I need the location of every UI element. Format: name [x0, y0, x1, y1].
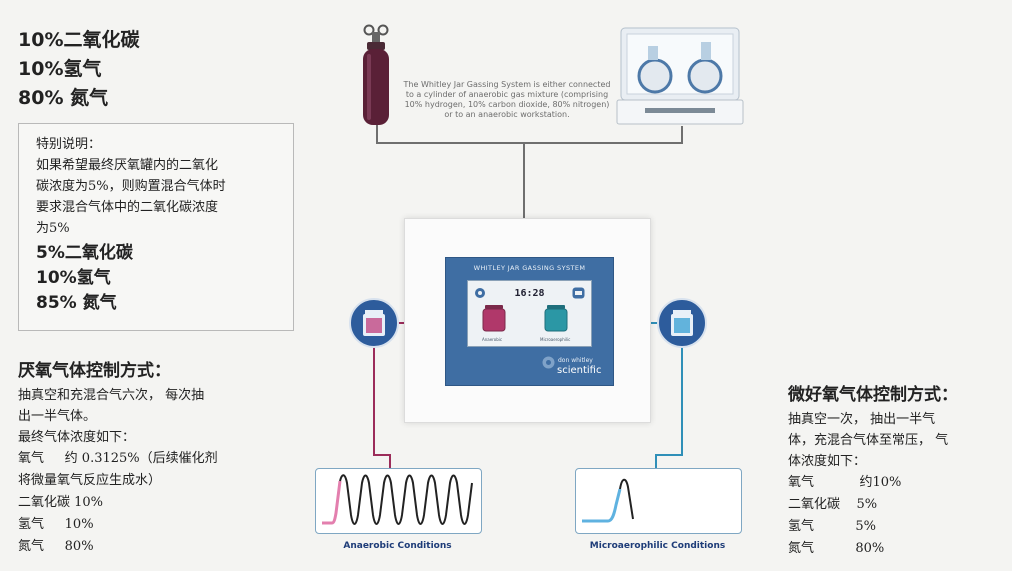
note-mix-h2: 10%氢气: [36, 268, 111, 288]
mix-h2: 10%氢气: [18, 58, 102, 80]
anaerobic-line: 抽真空和充混合气六次， 每次抽: [18, 388, 205, 403]
anaerobic-jar-button-icon[interactable]: [482, 305, 506, 333]
anaerobic-drop: [373, 323, 391, 468]
micro-line: 抽真空一次， 抽出一半气: [788, 412, 936, 427]
micro-gas-row: 氮气 80%: [788, 541, 885, 556]
touch-screen: 16:28 Anaerobic Microaerophilic: [467, 280, 592, 347]
anaerobic-chart-box: [315, 468, 482, 534]
mix-n2: 80% 氮气: [18, 87, 109, 109]
note-line: 碳浓度为5%，则购置混合气体时: [36, 179, 226, 194]
anaerobic-line: 出一半气体。: [18, 409, 97, 424]
note-mix-n2: 85% 氮气: [36, 293, 117, 313]
desc-line: The Whitley Jar Gassing System is either…: [403, 80, 611, 89]
micro-jar-caption: Microaerophilic: [540, 337, 571, 342]
system-description: The Whitley Jar Gassing System is either…: [401, 80, 613, 120]
microaerophilic-jar-button-icon[interactable]: [544, 305, 568, 333]
gas-pipe-cylinder: [376, 125, 525, 218]
control-panel: WHITLEY JAR GASSING SYSTEM 16:28 Anaerob…: [445, 257, 614, 386]
micro-drop: [655, 323, 683, 468]
anaerobic-gas-list: 氧气 约 0.3125%（后续催化剂 将微量氧气反应生成水） 二氧化碳 10% …: [18, 448, 218, 558]
micro-line: 体浓度如下：: [788, 454, 867, 469]
brand-bottom: scientific: [557, 365, 602, 376]
note-heading: 特别说明：: [36, 137, 102, 152]
gas-pipe-workstation: [524, 126, 683, 144]
gas-cylinder-icon: [363, 24, 389, 125]
anaerobic-gas-row: 将微量氧气反应生成水）: [18, 473, 162, 488]
note-text: 特别说明： 如果希望最终厌氧罐内的二氧化 碳浓度为5%，则购置混合气体时 要求混…: [36, 134, 226, 239]
menu-icon[interactable]: [572, 287, 585, 299]
panel-title: WHITLEY JAR GASSING SYSTEM: [473, 264, 586, 272]
anaerobic-line: 最终气体浓度如下：: [18, 430, 136, 445]
brand-logo-icon: [542, 356, 555, 369]
micro-wave: [582, 478, 634, 523]
anaerobic-gas-row: 氢气 10%: [18, 517, 94, 532]
anaerobic-jar-icon: [349, 298, 399, 348]
anaerobic-gas-row: 氮气 80%: [18, 539, 94, 554]
micro-chart-box: [575, 468, 742, 534]
micro-description: 抽真空一次， 抽出一半气 体，充混合气体至常压， 气 体浓度如下：: [788, 409, 958, 472]
anaerobic-wave: [322, 474, 473, 525]
micro-gas-list: 氧气 约10% 二氧化碳 5% 氢气 5% 氮气 80%: [788, 472, 958, 560]
note-line: 要求混合气体中的二氧化碳浓度: [36, 200, 219, 215]
micro-gas-row: 氢气 5%: [788, 519, 876, 534]
mix-co2: 10%二氧化碳: [18, 29, 140, 51]
anaerobic-title: 厌氧气体控制方式：: [18, 361, 171, 381]
anaerobic-gas-row: 二氧化碳 10%: [18, 495, 104, 510]
note-line: 如果希望最终厌氧罐内的二氧化: [36, 158, 219, 173]
micro-gas-row: 氧气 约10%: [788, 475, 902, 490]
anaerobic-workstation-icon: [616, 27, 744, 125]
anaerobic-gas-row: 氧气 约 0.3125%（后续催化剂: [18, 451, 218, 466]
note-line: 为5%: [36, 221, 70, 236]
anaerobic-description: 抽真空和充混合气六次， 每次抽 出一半气体。 最终气体浓度如下：: [18, 385, 218, 448]
desc-line: 10% hydrogen, 10% carbon dioxide, 80% ni…: [404, 100, 610, 109]
micro-line: 体，充混合气体至常压， 气: [788, 433, 949, 448]
settings-icon[interactable]: [474, 287, 486, 299]
brand-top: don whitley: [558, 357, 593, 364]
desc-line: to a cylinder of anaerobic gas mixture (…: [405, 90, 609, 99]
anaerobic-section: 厌氧气体控制方式： 抽真空和充混合气六次， 每次抽 出一半气体。 最终气体浓度如…: [18, 356, 218, 558]
note-mix-co2: 5%二氧化碳: [36, 243, 133, 263]
note-mixture: 5%二氧化碳 10%氢气 85% 氮气: [36, 241, 133, 316]
clock-display: 16:28: [514, 288, 545, 299]
desc-line: or to an anaerobic workstation.: [444, 110, 570, 119]
anaerobic-chart-label: Anaerobic Conditions: [343, 541, 452, 551]
top-gas-mixture: 10%二氧化碳 10%氢气 80% 氮气: [18, 26, 139, 113]
anaerobic-jar-caption: Anaerobic: [482, 337, 503, 342]
microaerophilic-section: 微好氧气体控制方式： 抽真空一次， 抽出一半气 体，充混合气体至常压， 气 体浓…: [788, 380, 958, 560]
special-note-box: 特别说明： 如果希望最终厌氧罐内的二氧化 碳浓度为5%，则购置混合气体时 要求混…: [18, 123, 294, 331]
micro-gas-row: 二氧化碳 5%: [788, 497, 878, 512]
micro-title: 微好氧气体控制方式：: [788, 385, 958, 405]
micro-chart-label: Microaerophilic Conditions: [589, 541, 726, 551]
microaerophilic-jar-icon: [657, 298, 707, 348]
